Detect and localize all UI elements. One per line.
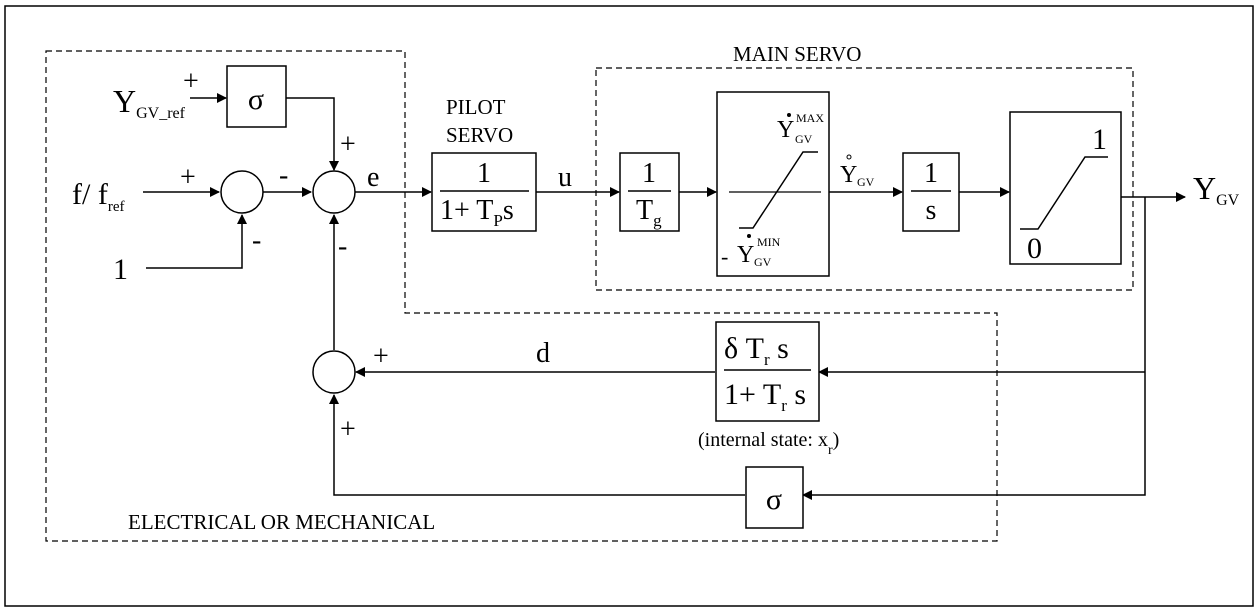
sign-sum1-out-minus: - <box>279 160 288 191</box>
ygv-ref-sub: GV_ref <box>136 105 186 122</box>
internal-state-sub: r <box>828 443 833 458</box>
rate-min-sub: GV <box>754 255 772 269</box>
trans-den-a: 1+ T <box>724 378 781 411</box>
limiter-upper: 1 <box>1092 123 1107 156</box>
rate-max-sup: MAX <box>796 111 824 125</box>
electrical-region-border <box>45 50 998 542</box>
tg-den: T <box>636 195 653 226</box>
limiter-lower: 0 <box>1027 232 1042 265</box>
sigma-bottom-symbol: σ <box>766 483 782 516</box>
output-sub: GV <box>1216 192 1240 209</box>
sign-sigma-in-plus: + <box>183 66 199 97</box>
transient-droop-block <box>715 321 820 422</box>
sigma-top-symbol: σ <box>248 83 264 116</box>
rate-limiter-curve <box>739 151 818 229</box>
integrator-denominator: s <box>926 195 937 226</box>
transient-denominator: 1+ Tr s <box>724 378 806 415</box>
rate-max-sub: GV <box>795 132 813 146</box>
rate-min-sup: MIN <box>757 235 781 249</box>
rate-min-prefix: - <box>721 244 728 269</box>
transient-numerator: δ Tr s <box>724 332 789 369</box>
signal-u: u <box>558 162 572 193</box>
f-sub: ref <box>108 199 125 215</box>
pilot-servo-label-line2: SERVO <box>446 123 513 147</box>
trans-den-b: s <box>787 378 806 411</box>
input-frequency: f/ fref <box>72 178 124 215</box>
pilot-servo-label-line1: PILOT <box>446 95 506 119</box>
integrator-block <box>902 152 960 232</box>
wire-sigma-feedback-to-sum3 <box>329 394 745 496</box>
pilot-servo-numerator: 1 <box>477 158 491 189</box>
sign-one-minus: - <box>252 225 261 256</box>
pilot-den-a: 1+ T <box>440 195 493 226</box>
integrator-numerator: 1 <box>924 158 938 189</box>
pilot-servo-denominator: 1+ TPs <box>440 195 514 230</box>
internal-state-label: (internal state: xr) <box>698 429 839 458</box>
rate-min-dot <box>747 234 751 238</box>
sign-feedback-minus: - <box>338 231 347 262</box>
f-main: f/ f <box>72 178 108 211</box>
rate-out-ring <box>846 154 852 160</box>
sigma-block-top <box>226 65 287 128</box>
tg-denominator: Tg <box>636 195 662 230</box>
trans-num-a: δ T <box>724 332 764 365</box>
sign-f-plus: + <box>180 162 196 193</box>
sum-junction-frequency <box>220 170 264 214</box>
ygv-ref-main: Y <box>113 83 136 119</box>
trans-num-sub: r <box>764 350 770 369</box>
tg-den-sub: g <box>653 211 662 230</box>
internal-state-a: (internal state: x <box>698 429 828 451</box>
rate-min-main: Y <box>737 242 754 268</box>
rate-out-main: Y <box>840 162 857 188</box>
signal-d: d <box>536 338 550 369</box>
sign-sigma-feedback-plus: + <box>340 414 356 445</box>
wire-output-to-sigma-feedback <box>802 197 1146 500</box>
position-limiter-curve <box>1020 156 1108 230</box>
rate-out-sub: GV <box>857 175 875 189</box>
main-servo-label: MAIN SERVO <box>733 42 861 66</box>
outer-frame <box>4 5 1254 607</box>
internal-state-b: ) <box>833 429 840 451</box>
output-main: Y <box>1193 170 1216 206</box>
sum-junction-feedback <box>312 350 356 394</box>
wire-sigma-to-sum2 <box>286 97 339 171</box>
trans-num-b: s <box>770 332 789 365</box>
rate-limiter-block <box>716 91 830 277</box>
sign-sigma-to-sum2-plus: + <box>340 129 356 160</box>
rate-max-dot <box>787 113 791 117</box>
electrical-or-mechanical-label: ELECTRICAL OR MECHANICAL <box>128 510 435 534</box>
wire-one-to-sum1 <box>146 214 247 269</box>
tg-numerator: 1 <box>642 158 656 189</box>
signal-e: e <box>367 162 379 193</box>
trans-den-sub: r <box>781 396 787 415</box>
tg-block <box>619 152 680 232</box>
input-ygv-ref: YGV_ref <box>113 83 186 122</box>
pilot-servo-block <box>431 152 537 232</box>
pilot-den-sub: P <box>493 211 502 230</box>
pilot-den-b: s <box>503 195 514 226</box>
input-one: 1 <box>113 253 128 286</box>
rate-max-main: Y <box>777 117 794 143</box>
sigma-block-bottom <box>745 466 804 529</box>
sum-junction-error <box>312 170 356 214</box>
output-ygv: YGV <box>1193 170 1240 209</box>
sign-d-plus: + <box>373 341 389 372</box>
